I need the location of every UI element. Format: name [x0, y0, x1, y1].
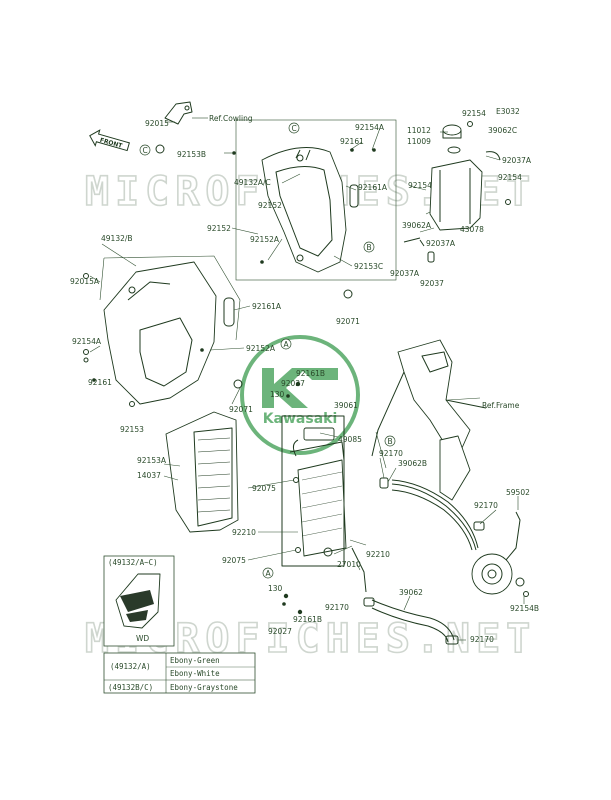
part-label: 92170: [474, 501, 498, 510]
part-label: 59502: [506, 488, 530, 497]
water-pump: [471, 511, 529, 597]
part-label: 92153B: [177, 150, 206, 159]
ref-cowling-label: Ref.Cowling: [209, 114, 253, 123]
ref-frame-label: Ref.Frame: [482, 401, 520, 410]
front-label: FRONT: [99, 137, 124, 150]
part-label: 92154B: [510, 604, 539, 613]
part-label: 39062: [399, 588, 423, 597]
part-label: 92154A: [355, 123, 385, 132]
leader-lines: [89, 121, 525, 641]
part-label: 92161A: [358, 183, 388, 192]
reservoir-tank: [403, 121, 511, 263]
part-label: 92154: [462, 109, 486, 118]
callout-a-upper: A: [280, 338, 292, 350]
hoses: [351, 477, 485, 645]
legend-color: Ebony-White: [170, 669, 220, 678]
radiator-guard: [165, 411, 239, 533]
part-label: 92154A: [72, 337, 102, 346]
part-label: 92027: [268, 627, 292, 636]
part-label: 92037A: [502, 156, 532, 165]
part-label: 92015: [145, 119, 169, 128]
callout-b-left: B: [363, 241, 375, 253]
part-label: 92170: [470, 635, 494, 644]
cowling-stay: [155, 101, 208, 154]
part-label: 14037: [137, 471, 161, 480]
part-label: 130: [270, 390, 285, 399]
part-label: 49132A/C: [234, 178, 271, 187]
part-label: 49085: [338, 435, 362, 444]
svg-text:A: A: [266, 569, 272, 578]
inset-box: (49132/A~C) WD: [103, 555, 175, 647]
diagram-code: E3032: [496, 107, 520, 116]
part-label: 39061: [334, 401, 358, 410]
callout-c-lower: C: [139, 144, 151, 156]
inset-title: (49132/A~C): [108, 558, 158, 567]
part-label: 92075: [252, 484, 276, 493]
part-label: 92075: [222, 556, 246, 565]
part-label: 92071: [336, 317, 360, 326]
part-label: 92153A: [137, 456, 167, 465]
part-label: 92152: [258, 201, 282, 210]
part-label: 92161A: [252, 302, 282, 311]
kawasaki-logo-text: Kawasaki: [263, 411, 338, 427]
legend-color: Ebony-Green: [170, 656, 220, 665]
callout-c-upper: C: [288, 122, 300, 134]
part-label: 92153C: [354, 262, 383, 271]
legend-code-bc: (49132B/C): [108, 683, 153, 692]
svg-text:C: C: [143, 146, 148, 155]
part-label: 92037A: [426, 239, 456, 248]
part-label: 92037A: [390, 269, 420, 278]
svg-text:A: A: [284, 340, 290, 349]
legend-code-a: (49132/A): [110, 662, 151, 671]
part-label: 92071: [229, 405, 253, 414]
part-label: 92037: [420, 279, 444, 288]
part-label: 49132/B: [101, 234, 133, 243]
radiator: [281, 415, 347, 567]
part-label: 92152A: [246, 344, 276, 353]
frame: [371, 339, 487, 501]
part-label: 92210: [366, 550, 390, 559]
part-label: 92161: [340, 137, 364, 146]
part-label: 92170: [325, 603, 349, 612]
svg-text:B: B: [367, 243, 372, 252]
part-label: 39062B: [398, 459, 427, 468]
callout-b-right: B: [384, 435, 396, 447]
part-label: 92153: [120, 425, 144, 434]
part-label: 92161B: [296, 369, 325, 378]
part-label: 11012: [407, 126, 431, 135]
legend-color: Ebony-Graystone: [170, 683, 238, 692]
part-label: 92154: [498, 173, 522, 182]
part-label: 92015A: [70, 277, 100, 286]
part-label: 92170: [379, 449, 403, 458]
part-label: 92152: [207, 224, 231, 233]
upper-shroud: [235, 119, 397, 299]
color-legend: (49132/A) Ebony-Green Ebony-White (49132…: [103, 652, 256, 694]
part-label: 130: [268, 584, 283, 593]
svg-text:C: C: [292, 124, 297, 133]
part-label: 92154: [408, 181, 432, 190]
part-label: 92027: [281, 379, 305, 388]
part-labels: 92015 92153B 92154A 92161 49132A/C 92152…: [70, 109, 539, 644]
front-arrow-icon: FRONT: [89, 129, 130, 152]
part-label: 92152A: [250, 235, 280, 244]
part-label: 92210: [232, 528, 256, 537]
part-label: 27010: [337, 560, 361, 569]
kawasaki-logo: Kawasaki: [240, 335, 360, 455]
part-label: 39062C: [488, 126, 517, 135]
part-label: 92161B: [293, 615, 322, 624]
callout-a-lower: A: [262, 567, 274, 579]
part-label: 92161: [88, 378, 112, 387]
part-label: 11009: [407, 137, 431, 146]
fasteners: [92, 148, 376, 615]
part-label: 43078: [460, 225, 484, 234]
part-label: 39062A: [402, 221, 432, 230]
inset-note: WD: [136, 634, 149, 643]
lower-shroud: [83, 255, 243, 407]
svg-text:B: B: [388, 437, 393, 446]
